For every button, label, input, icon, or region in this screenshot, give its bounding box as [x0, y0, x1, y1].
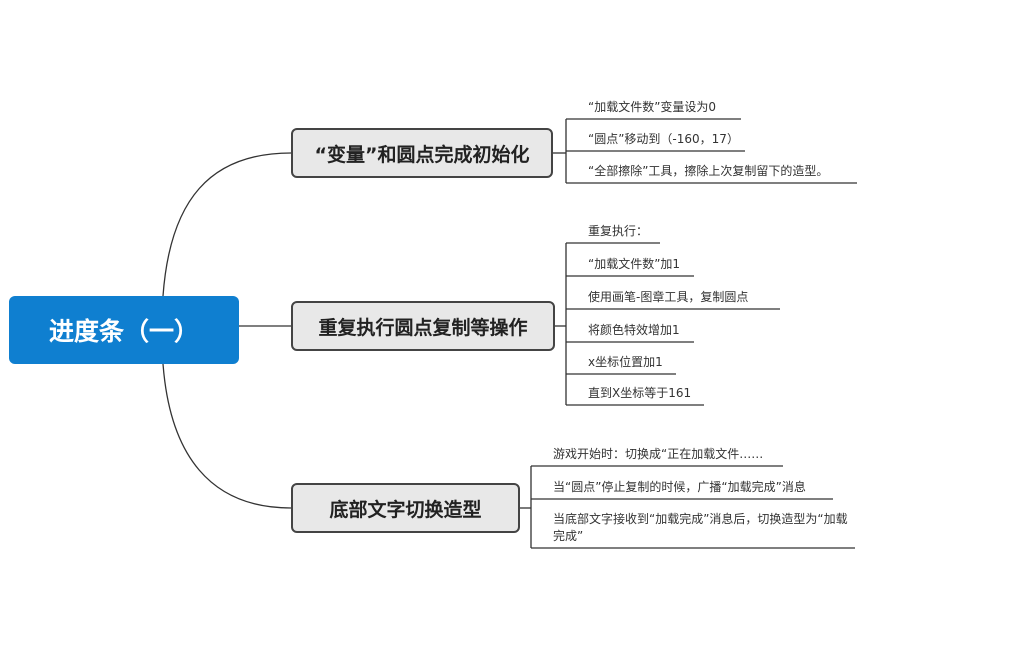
connector-root-branch-3 [162, 363, 292, 509]
root-topic-label: 进度条（一） [48, 317, 199, 346]
leaf-topic[interactable]: 重复执行： [588, 224, 649, 238]
branch-topic-repeat[interactable]: 重复执行圆点复制等操作 [291, 301, 555, 351]
leaf-topic[interactable]: 当底部文字接收到“加载完成”消息后，切换造型为“加载完成” [553, 512, 848, 543]
branch-topic-label: 重复执行圆点复制等操作 [318, 316, 528, 339]
root-topic[interactable]: 进度条（一） [9, 296, 239, 364]
connector-root-branch-1 [162, 152, 292, 297]
leaf-topic[interactable]: 当“圆点”停止复制的时候，广播“加载完成”消息 [553, 480, 806, 494]
leaf-topic[interactable]: 直到X坐标等于161 [588, 386, 692, 400]
leaf-topic[interactable]: “加载文件数”变量设为0 [588, 100, 717, 114]
leaf-topic[interactable]: x坐标位置加1 [588, 355, 663, 369]
branch-topic-init[interactable]: “变量”和圆点完成初始化 [291, 128, 553, 178]
leaf-topic[interactable]: 使用画笔-图章工具，复制圆点 [588, 290, 749, 304]
leaf-topic[interactable]: 游戏开始时：切换成“正在加载文件…… [553, 447, 764, 461]
leaf-topic[interactable]: 将颜色特效增加1 [588, 323, 680, 337]
leaf-topic[interactable]: “全部擦除”工具，擦除上次复制留下的造型。 [588, 164, 829, 178]
branch-topic-label: “变量”和圆点完成初始化 [314, 143, 530, 166]
leaf-topic[interactable]: “加载文件数”加1 [588, 257, 681, 271]
leaf-topic[interactable]: “圆点”移动到（-160，17） [588, 132, 739, 146]
branch-topic-label: 底部文字切换造型 [329, 498, 482, 521]
branch-topic-bottom-text[interactable]: 底部文字切换造型 [291, 483, 520, 533]
